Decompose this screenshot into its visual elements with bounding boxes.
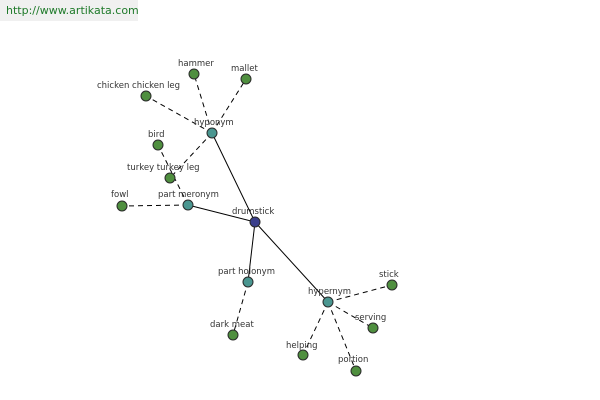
node-turkey-turkey-leg[interactable]	[164, 172, 176, 184]
node-label-part-holonym: part holonym	[218, 267, 275, 277]
node-label-turkey-turkey-leg: turkey turkey leg	[127, 163, 200, 173]
site-url-link[interactable]: http://www.artikata.com	[0, 0, 139, 21]
node-label-hyponym: hyponym	[194, 118, 234, 128]
edge-hyponym-to-hammer	[193, 73, 213, 134]
node-part-meronym[interactable]	[182, 199, 194, 211]
node-mallet[interactable]	[240, 73, 252, 85]
edge-drumstick-to-part-holonym	[247, 221, 256, 283]
node-label-chicken-chicken-leg: chicken chicken leg	[97, 81, 180, 91]
node-label-hammer: hammer	[178, 59, 214, 69]
node-label-part-meronym: part meronym	[158, 190, 219, 200]
node-helping[interactable]	[297, 349, 309, 361]
node-label-drumstick: drumstick	[232, 207, 274, 217]
node-serving[interactable]	[367, 322, 379, 334]
nodes-layer	[116, 68, 398, 377]
node-label-mallet: mallet	[231, 64, 258, 74]
edge-hypernym-to-stick	[327, 284, 393, 303]
node-label-stick: stick	[379, 270, 399, 280]
node-label-bird: bird	[148, 130, 165, 140]
edges-layer	[121, 73, 393, 372]
node-label-dark-meat: dark meat	[210, 320, 254, 330]
node-portion[interactable]	[350, 365, 362, 377]
node-fowl[interactable]	[116, 200, 128, 212]
edge-part-holonym-to-dark-meat	[232, 281, 249, 336]
node-bird[interactable]	[152, 139, 164, 151]
node-label-hypernym: hypernym	[308, 287, 351, 297]
edge-hypernym-to-helping	[302, 301, 329, 356]
node-drumstick[interactable]	[249, 216, 261, 228]
node-label-serving: serving	[355, 313, 386, 323]
edge-hyponym-to-mallet	[211, 78, 247, 134]
edge-drumstick-to-hyponym	[211, 132, 256, 223]
node-label-fowl: fowl	[111, 190, 129, 200]
node-label-helping: helping	[286, 341, 318, 351]
edge-part-meronym-to-fowl	[121, 204, 189, 207]
node-label-portion: portion	[338, 355, 368, 365]
node-hammer[interactable]	[188, 68, 200, 80]
labels-layer: drumstick hyponym part meronym part holonym…	[97, 59, 399, 365]
edge-drumstick-to-part-meronym	[187, 204, 256, 223]
edge-drumstick-to-hypernym	[254, 221, 329, 303]
edge-part-meronym-to-bird	[157, 144, 189, 206]
edge-hypernym-to-portion	[327, 301, 357, 372]
node-part-holonym[interactable]	[242, 276, 254, 288]
node-chicken-chicken-leg[interactable]	[140, 90, 152, 102]
edge-hyponym-to-turkey-turkey-leg	[169, 132, 213, 179]
node-dark-meat[interactable]	[227, 329, 239, 341]
node-stick[interactable]	[386, 279, 398, 291]
node-hypernym[interactable]	[322, 296, 334, 308]
node-hyponym[interactable]	[206, 127, 218, 139]
edge-hyponym-to-chicken-chicken-leg	[145, 95, 213, 134]
